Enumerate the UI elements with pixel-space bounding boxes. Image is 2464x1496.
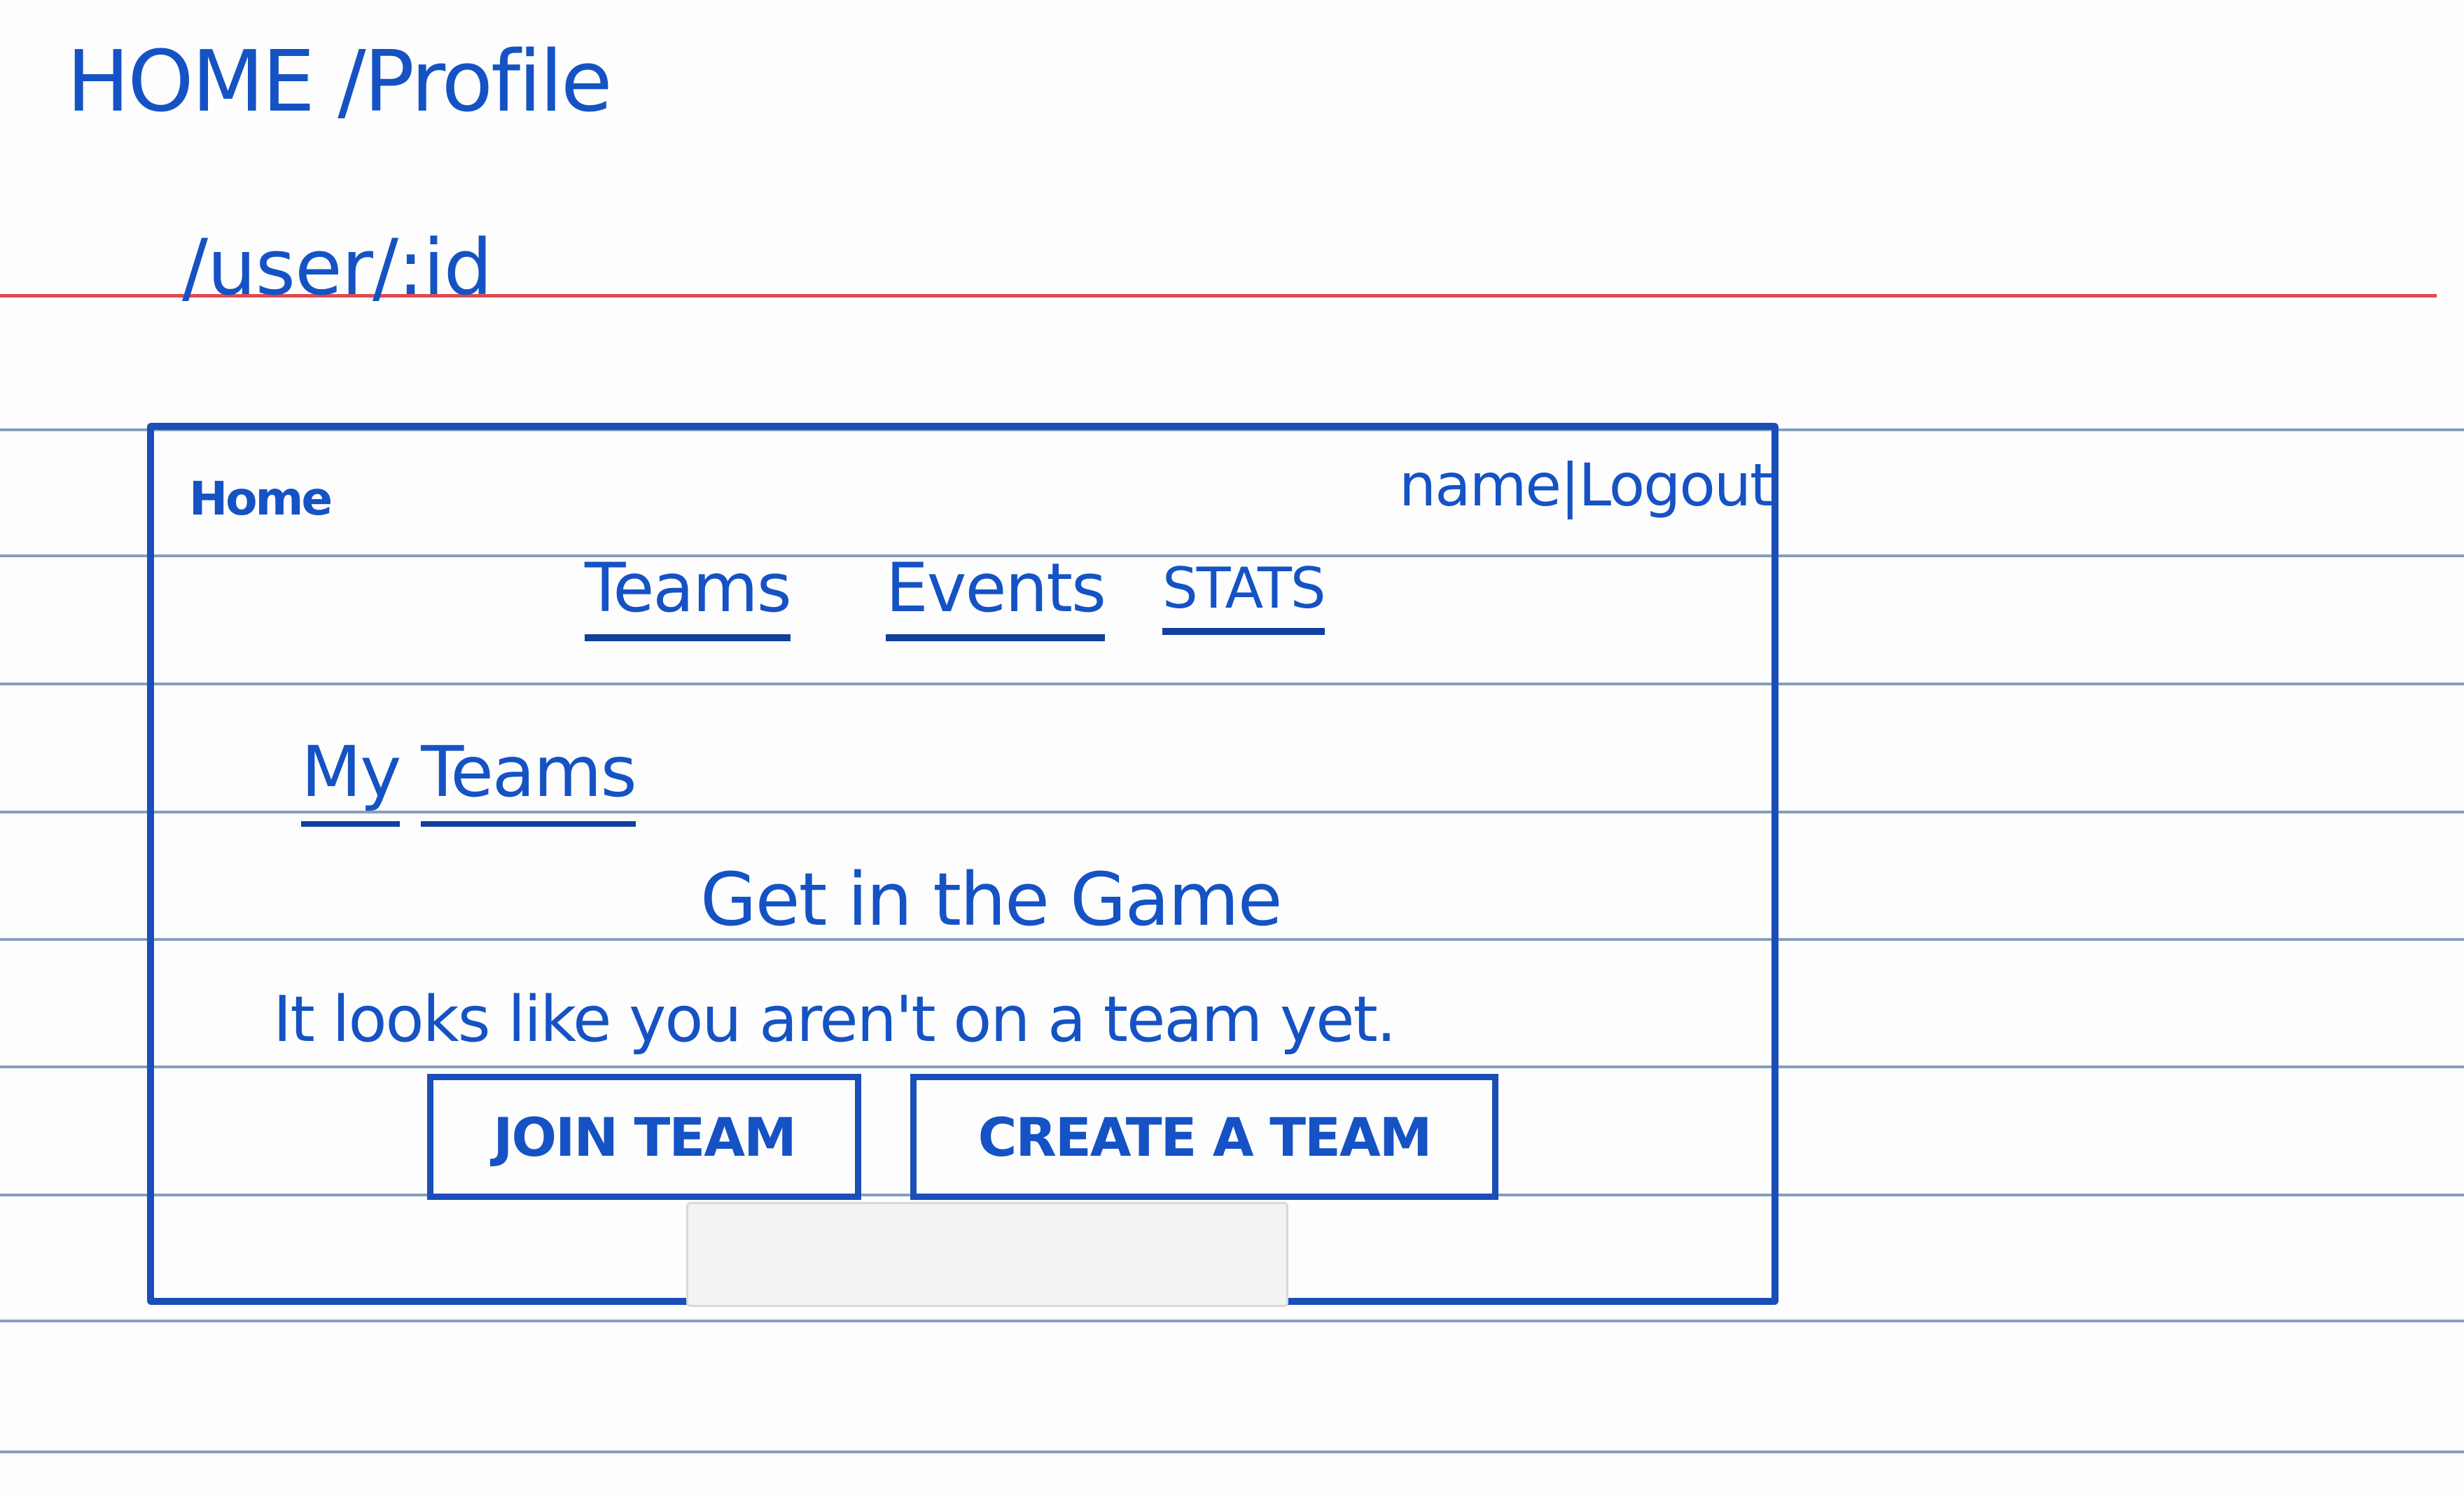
empty-state-message: It looks like you aren't on a team yet.: [273, 983, 1396, 1056]
ruled-line: [0, 938, 2464, 941]
ruled-line: [0, 683, 2464, 685]
empty-state-heading: Get in the Game: [700, 857, 1283, 942]
tab-stats[interactable]: STATS: [1162, 556, 1326, 635]
margin-line: [0, 294, 2437, 298]
user-menu-separator: |: [1560, 451, 1580, 519]
url-path-label: /user/:id: [182, 223, 492, 312]
my-teams-heading-word-1: My: [301, 731, 401, 827]
create-team-button[interactable]: CREATE A TEAM: [910, 1074, 1498, 1200]
my-teams-heading: My Teams: [301, 731, 637, 827]
page-route-label: HOME /Profile: [67, 34, 613, 131]
app-wireframe: Home name|Logout Teams Events STATS My T…: [147, 423, 1779, 1307]
ruled-line: [0, 1065, 2464, 1068]
join-team-button[interactable]: JOIN TEAM: [427, 1074, 861, 1200]
user-menu: name|Logout: [1398, 451, 1773, 519]
ruled-line: [0, 1450, 2464, 1453]
ruled-line: [0, 428, 2464, 431]
ruled-line: [0, 811, 2464, 813]
tab-events[interactable]: Events: [886, 549, 1106, 641]
ruled-line: [0, 554, 2464, 557]
logout-link[interactable]: Logout: [1578, 451, 1773, 519]
ruled-line: [0, 1320, 2464, 1322]
user-name[interactable]: name: [1398, 451, 1561, 519]
erased-sketch-area: [686, 1202, 1288, 1307]
my-teams-heading-word-2: Teams: [421, 731, 637, 827]
home-link[interactable]: Home: [189, 472, 333, 526]
tab-teams[interactable]: Teams: [585, 549, 792, 641]
